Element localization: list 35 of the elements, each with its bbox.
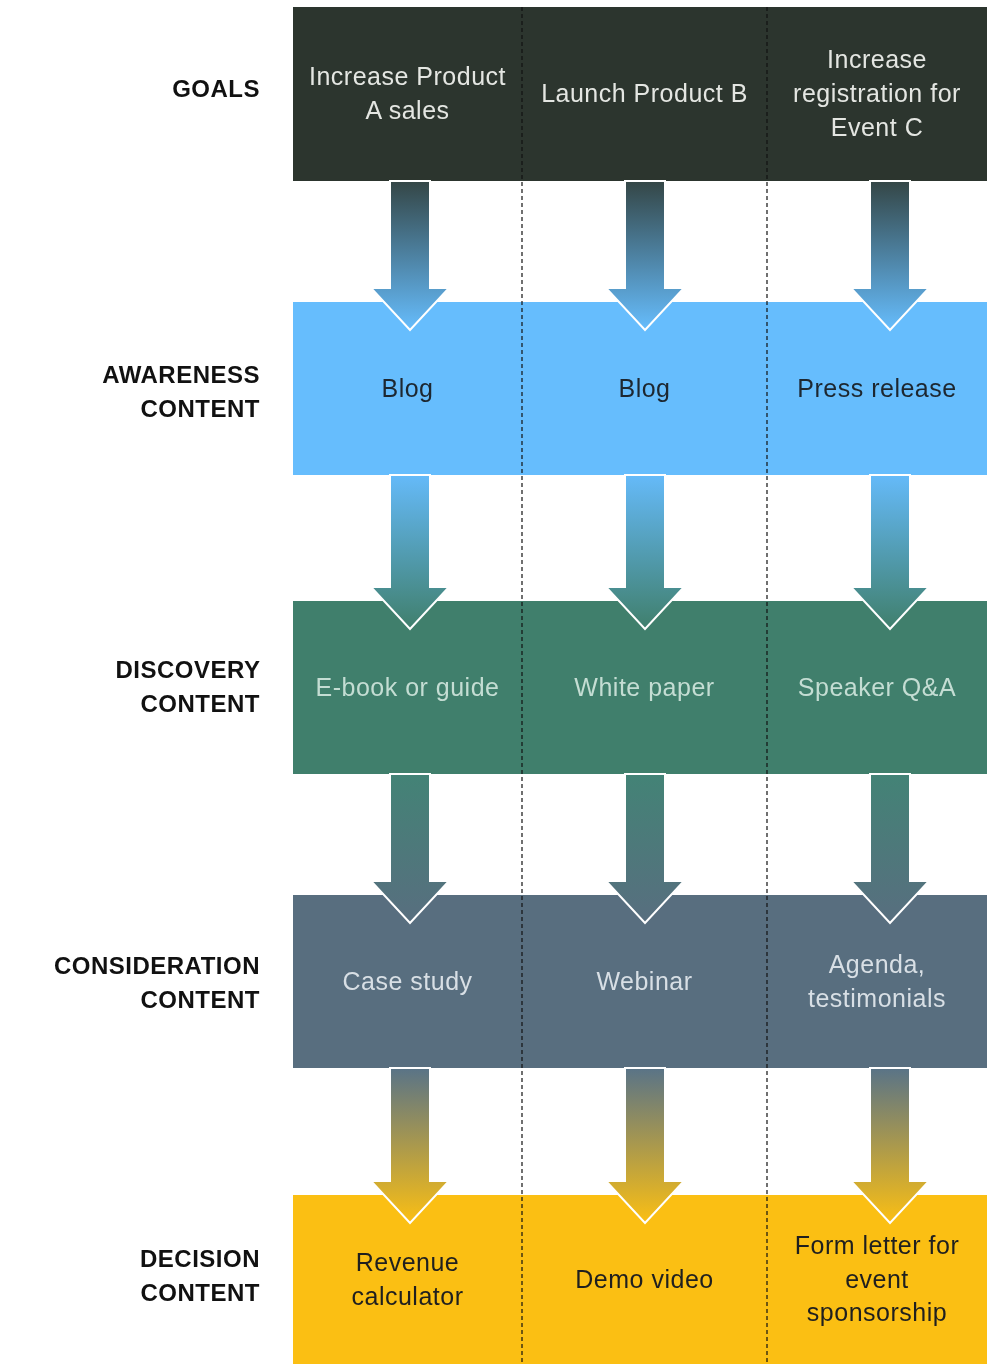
content-cell bbox=[522, 7, 767, 181]
cell-text: Speaker Q&A bbox=[797, 671, 957, 703]
content-cell bbox=[767, 7, 987, 181]
content-cell bbox=[522, 302, 767, 475]
cell-text: Agenda, testimonials bbox=[807, 948, 947, 1014]
content-cell bbox=[522, 601, 767, 774]
cell-text: Increase Product A sales bbox=[308, 61, 507, 126]
row-heading: GOALS bbox=[172, 74, 260, 104]
content-cell bbox=[767, 601, 987, 774]
content-cell bbox=[522, 895, 767, 1068]
cell-text: E-book or guide bbox=[315, 671, 500, 703]
cell-text: Case study bbox=[342, 965, 473, 997]
content-cell bbox=[522, 1195, 767, 1364]
row-heading: DECISION CONTENT bbox=[140, 1244, 260, 1309]
row-heading: DISCOVERY CONTENT bbox=[115, 655, 260, 720]
content-cell bbox=[293, 302, 522, 475]
row-heading: CONSIDERATION CONTENT bbox=[53, 951, 260, 1016]
content-cell bbox=[293, 1195, 522, 1364]
cell-text: Launch Product B bbox=[541, 78, 748, 110]
row-heading: AWARENESS CONTENT bbox=[102, 360, 260, 425]
cell-text: Demo video bbox=[575, 1263, 714, 1295]
content-cell bbox=[293, 895, 522, 1068]
cell-text: Blog bbox=[618, 372, 671, 404]
cell-text: Revenue calculator bbox=[350, 1246, 465, 1312]
content-cell bbox=[293, 7, 522, 181]
content-cell bbox=[293, 601, 522, 774]
cell-text: Webinar bbox=[596, 965, 693, 997]
cell-text: White paper bbox=[574, 671, 715, 703]
content-cell bbox=[767, 302, 987, 475]
content-cell bbox=[767, 895, 987, 1068]
cell-text: Press release bbox=[797, 372, 957, 404]
content-cell bbox=[767, 1195, 987, 1364]
cell-text: Form letter for event sponsorship bbox=[793, 1229, 961, 1329]
cell-text: Blog bbox=[381, 372, 434, 404]
cell-text: Increase registration for Event C bbox=[792, 44, 962, 143]
